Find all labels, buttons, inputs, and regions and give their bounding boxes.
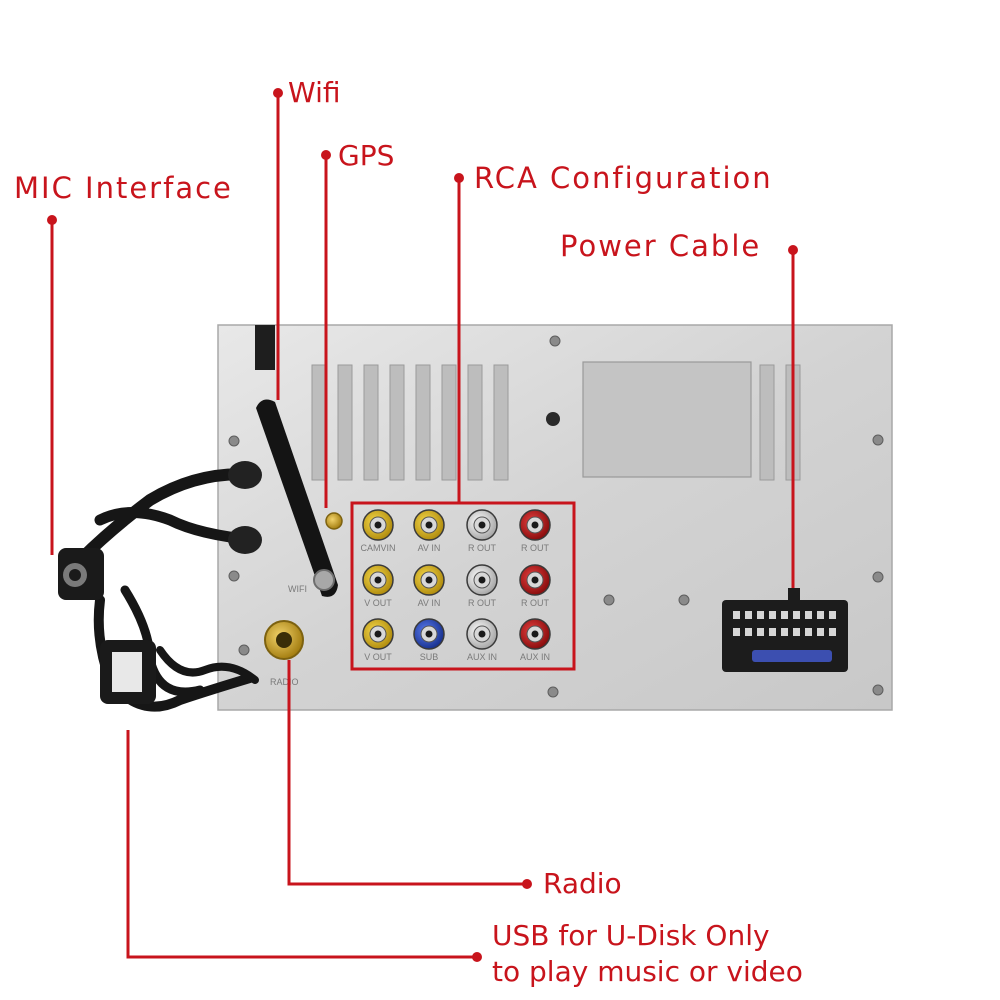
mic-interface-label: MIC Interface [14,171,233,205]
usb-label: USB for U-Disk Only to play music or vid… [492,918,803,990]
rca-jacks: CAMVIN AV IN R OUT R OUT V OUT AV IN R OUT R OU… [360,509,551,662]
rca-jack-pin-hole [478,630,486,638]
rca-jack-pin-hole [425,630,433,638]
rca-port-label: SUB [420,652,439,662]
rca-port-label: AUX IN [467,652,497,662]
rca-jack-pin-hole [478,576,486,584]
radio-port-label: RADIO [270,677,299,687]
rca-jack-pin-hole [425,521,433,529]
callout-dots [47,88,798,962]
usb-leader-line [126,730,477,959]
rca-jack-pin-hole [531,630,539,638]
panel-cable-ports [228,461,262,554]
rca-jack-pin-hole [374,521,382,529]
power-connector [722,588,848,672]
wifi-port-label: WIFI [288,584,307,594]
screw-icons [228,335,884,698]
rca-jack-pin-hole [478,521,486,529]
callout-lines [50,93,795,959]
rca-port-label: R OUT [468,543,497,553]
rca-jack-pin-hole [531,576,539,584]
radio-label: Radio [543,867,622,900]
usb-label-line-2: to play music or video [492,955,803,988]
rca-jack-pin-hole [374,576,382,584]
rca-port-label: V OUT [364,598,392,608]
rca-jack-pin-hole [374,630,382,638]
rca-port-label: R OUT [468,598,497,608]
gps-label: GPS [338,139,395,172]
rca-jack-group [350,501,576,671]
power-cable-label: Power Cable [560,229,762,263]
mic-jack-plug [58,548,104,600]
rca-jack-pin-hole [425,576,433,584]
rca-port-label: AUX IN [520,652,550,662]
radio-antenna-jack: RADIO [264,620,304,687]
wifi-label: Wifi [288,76,341,109]
rca-port-label: R OUT [521,543,550,553]
rca-port-label: AV IN [418,543,441,553]
gps-connector [325,512,343,530]
rca-port-label: R OUT [521,598,550,608]
usb-plug [100,640,156,704]
wifi-antenna: WIFI [256,399,338,597]
radio-leader-line [287,660,527,886]
rca-configuration-label: RCA Configuration [474,161,773,195]
rca-port-label: V OUT [364,652,392,662]
rca-port-label: CAMVIN [360,543,395,553]
usb-label-line-1: USB for U-Disk Only [492,919,770,952]
rca-port-label: AV IN [418,598,441,608]
rca-jack-pin-hole [531,521,539,529]
